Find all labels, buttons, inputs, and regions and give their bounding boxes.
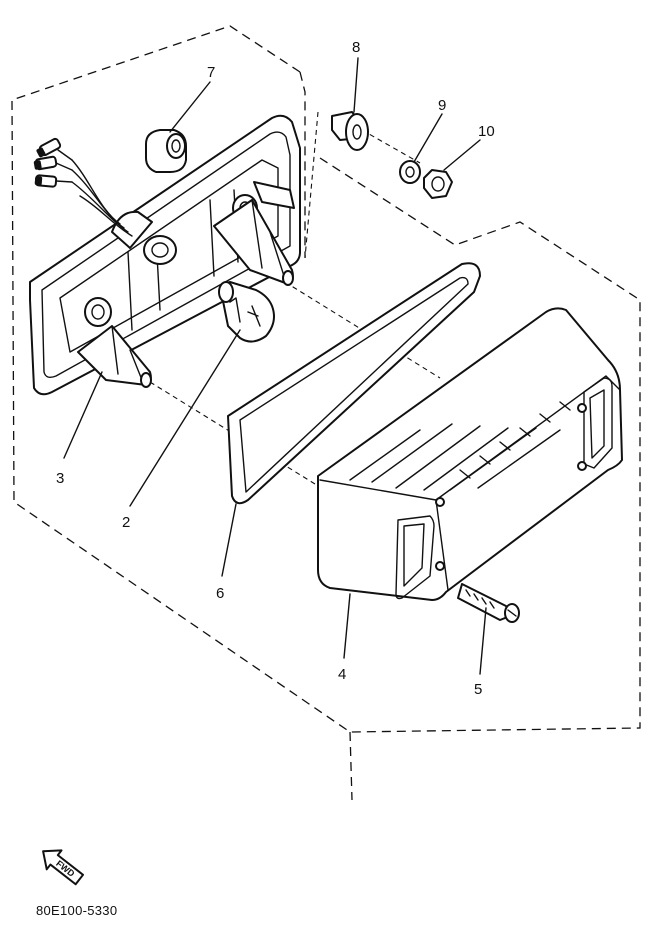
callout-7: 7 xyxy=(207,64,215,81)
lamp-housing-base xyxy=(29,114,301,396)
callout-9: 9 xyxy=(438,97,446,114)
callout-3: 3 xyxy=(56,470,64,487)
fwd-arrow-icon: FWD xyxy=(42,849,85,886)
screw xyxy=(457,583,520,623)
assembly-boundary-dashed xyxy=(11,25,641,801)
nut xyxy=(423,169,453,199)
lens xyxy=(317,307,623,601)
callout-10: 10 xyxy=(478,123,495,140)
leader-lines xyxy=(63,57,487,675)
part-reference-code: 80E100-5330 xyxy=(36,903,118,918)
callout-6: 6 xyxy=(216,585,224,602)
washer xyxy=(399,160,421,184)
callout-2: 2 xyxy=(122,514,130,531)
collar-spacer xyxy=(331,111,369,151)
callout-4: 4 xyxy=(338,666,346,683)
callout-5: 5 xyxy=(474,681,482,698)
bulb xyxy=(218,281,275,343)
grommet xyxy=(145,129,187,173)
callout-8: 8 xyxy=(352,39,360,56)
gasket xyxy=(227,262,481,505)
